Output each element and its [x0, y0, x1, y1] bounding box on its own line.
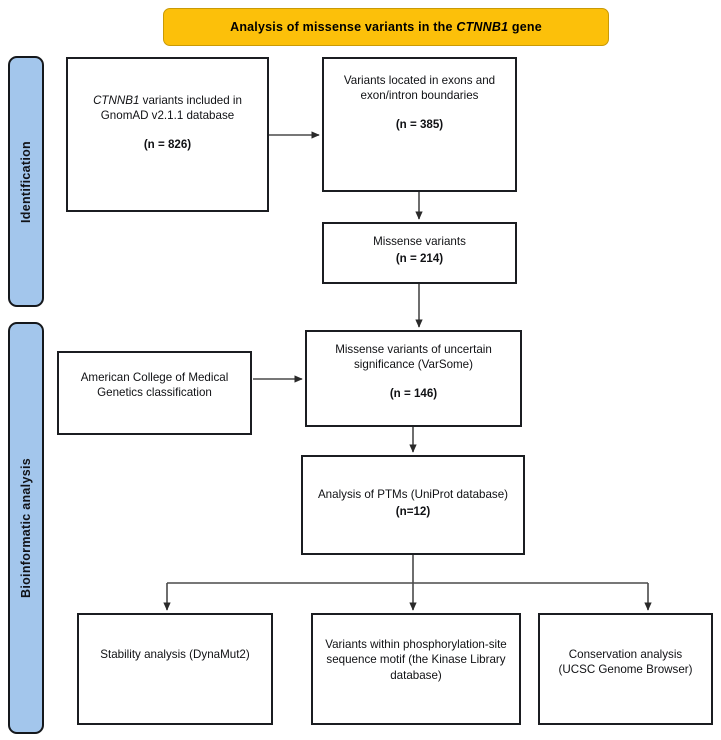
- phase-label-identification: Identification: [19, 140, 33, 223]
- page-title: Analysis of missense variants in the CTN…: [163, 8, 609, 46]
- node-gnomad-count: (n = 826): [143, 137, 192, 151]
- node-gnomad-text: CTNNB1 variants included in GnomAD v2.1.…: [68, 93, 267, 124]
- node-stability-text: Stability analysis (DynaMut2): [79, 647, 271, 662]
- node-acmg-text: American College of Medical Genetics cla…: [59, 370, 250, 401]
- node-missense-count: (n = 214): [395, 252, 444, 266]
- node-ptm-line1: Analysis of PTMs (UniProt database): [317, 488, 509, 501]
- node-conservation-analysis: Conservation analysis (UCSC Genome Brows…: [538, 613, 713, 725]
- node-missense-variants: Missense variants (n = 214): [322, 222, 517, 284]
- page-title-text: Analysis of missense variants in the CTN…: [230, 20, 542, 34]
- node-ptm-text: Analysis of PTMs (UniProt database): [303, 487, 523, 502]
- node-gnomad-variants: CTNNB1 variants included in GnomAD v2.1.…: [66, 57, 269, 212]
- node-kinase-text: Variants within phosphorylation-site seq…: [313, 637, 519, 683]
- node-gnomad-line1: variants included in: [139, 94, 242, 107]
- node-kinase-line3: database): [390, 668, 442, 682]
- node-ptm-analysis: Analysis of PTMs (UniProt database) (n=1…: [301, 455, 525, 555]
- node-stability-analysis: Stability analysis (DynaMut2): [77, 613, 273, 725]
- node-ucsc-line2: (UCSC Genome Browser): [558, 663, 693, 677]
- node-vus-line1: Missense variants of uncertain: [335, 343, 492, 356]
- phase-band-bioinformatic-analysis: Bioinformatic analysis: [8, 322, 44, 734]
- title-gene: CTNNB1: [456, 20, 509, 34]
- node-acmg-line1: American College of Medical: [80, 371, 229, 384]
- node-vus-line2: significance (VarSome): [354, 358, 473, 372]
- node-exon-variants: Variants located in exons and exon/intro…: [322, 57, 517, 192]
- node-kinase-library-analysis: Variants within phosphorylation-site seq…: [311, 613, 521, 725]
- node-exons-text: Variants located in exons and exon/intro…: [324, 73, 515, 104]
- node-ucsc-line1: Conservation analysis: [568, 648, 683, 661]
- node-exons-line2: exon/intron boundaries: [360, 89, 479, 103]
- node-ptm-count: (n=12): [395, 505, 431, 519]
- title-prefix: Analysis of missense variants in the: [230, 20, 457, 34]
- node-acmg-line2: Genetics classification: [97, 386, 212, 400]
- node-stability-line1: Stability analysis (DynaMut2): [100, 648, 250, 661]
- phase-label-bioinformatic-analysis: Bioinformatic analysis: [19, 458, 33, 598]
- node-kinase-line2: sequence motif (the Kinase Library: [326, 653, 506, 667]
- node-missense-text: Missense variants: [324, 234, 515, 249]
- node-variants-uncertain-significance: Missense variants of uncertain significa…: [305, 330, 522, 427]
- node-ucsc-text: Conservation analysis (UCSC Genome Brows…: [540, 647, 711, 678]
- node-vus-text: Missense variants of uncertain significa…: [307, 342, 520, 373]
- node-exons-count: (n = 385): [395, 117, 444, 131]
- node-kinase-line1: Variants within phosphorylation-site: [325, 638, 507, 651]
- node-gnomad-gene: CTNNB1: [93, 94, 140, 107]
- node-missense-line1: Missense variants: [373, 235, 466, 248]
- phase-band-identification: Identification: [8, 56, 44, 307]
- node-vus-count: (n = 146): [389, 386, 438, 400]
- node-gnomad-line2: GnomAD v2.1.1 database: [100, 109, 235, 123]
- node-acmg-classification: American College of Medical Genetics cla…: [57, 351, 252, 435]
- node-exons-line1: Variants located in exons and: [343, 74, 496, 87]
- title-suffix: gene: [508, 20, 542, 34]
